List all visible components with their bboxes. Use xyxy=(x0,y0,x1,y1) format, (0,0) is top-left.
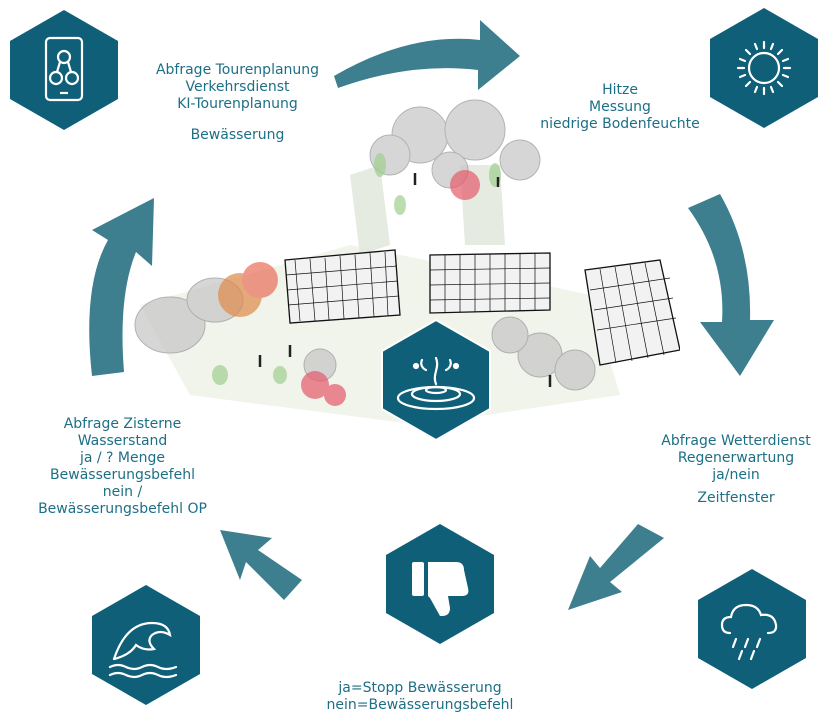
label-line: Hitze xyxy=(602,82,638,98)
label-line: Zeitfenster xyxy=(697,490,775,506)
label-line: Messung xyxy=(589,99,651,115)
label-line: nein / xyxy=(102,484,143,500)
city-3d-model-illustration xyxy=(134,99,680,425)
arrow-lower-right xyxy=(568,524,664,610)
label-line: Wasserstand xyxy=(77,433,168,449)
water-drop-splash-icon xyxy=(396,356,476,411)
water-splash-hexagon xyxy=(381,318,491,442)
sun-icon xyxy=(736,40,792,96)
arrow-left xyxy=(89,198,154,376)
rain-cloud-hexagon xyxy=(698,569,806,689)
label-line: Verkehrsdienst xyxy=(185,79,290,95)
arrow-right xyxy=(688,194,774,376)
label-cistern: Abfrage Zisterne Wasserstand ja / ? Meng… xyxy=(20,416,225,518)
label-line: Bewässerung xyxy=(190,127,285,143)
label-line: niedrige Bodenfeuchte xyxy=(540,116,700,132)
label-tour-planning: Abfrage Tourenplanung Verkehrsdienst KI-… xyxy=(140,62,335,144)
wave-icon xyxy=(108,621,178,679)
label-line: Abfrage Tourenplanung xyxy=(155,62,320,78)
label-line: nein=Bewässerungsbefehl xyxy=(326,697,514,713)
label-stop: ja=Stopp Bewässerung nein=Bewässerungsbe… xyxy=(320,680,520,714)
label-line: Bewässerungsbefehl OP xyxy=(38,501,207,517)
label-line: Abfrage Zisterne xyxy=(63,416,182,432)
label-line: KI-Tourenplanung xyxy=(177,96,298,112)
smartphone-network-icon xyxy=(44,36,84,102)
arrow-lower-left xyxy=(220,530,302,600)
label-line: ja / ? Menge xyxy=(79,450,166,466)
arrow-top xyxy=(334,20,520,90)
sun-hexagon xyxy=(710,8,818,128)
wave-hexagon xyxy=(92,585,200,705)
label-heat: Hitze Messung niedrige Bodenfeuchte xyxy=(520,82,720,133)
smartphone-network-hexagon xyxy=(10,10,118,130)
label-line: ja=Stopp Bewässerung xyxy=(338,680,502,696)
label-line: Abfrage Wetterdienst xyxy=(661,433,811,449)
thumbs-down-hexagon xyxy=(386,524,494,644)
label-weather: Abfrage Wetterdienst Regenerwartung ja/n… xyxy=(650,433,822,507)
label-line: ja/nein xyxy=(712,467,760,483)
label-line: Regenerwartung xyxy=(677,450,795,466)
rain-cloud-icon xyxy=(720,603,778,661)
label-line: Bewässerungsbefehl xyxy=(50,467,195,483)
thumbs-down-icon xyxy=(412,562,469,616)
